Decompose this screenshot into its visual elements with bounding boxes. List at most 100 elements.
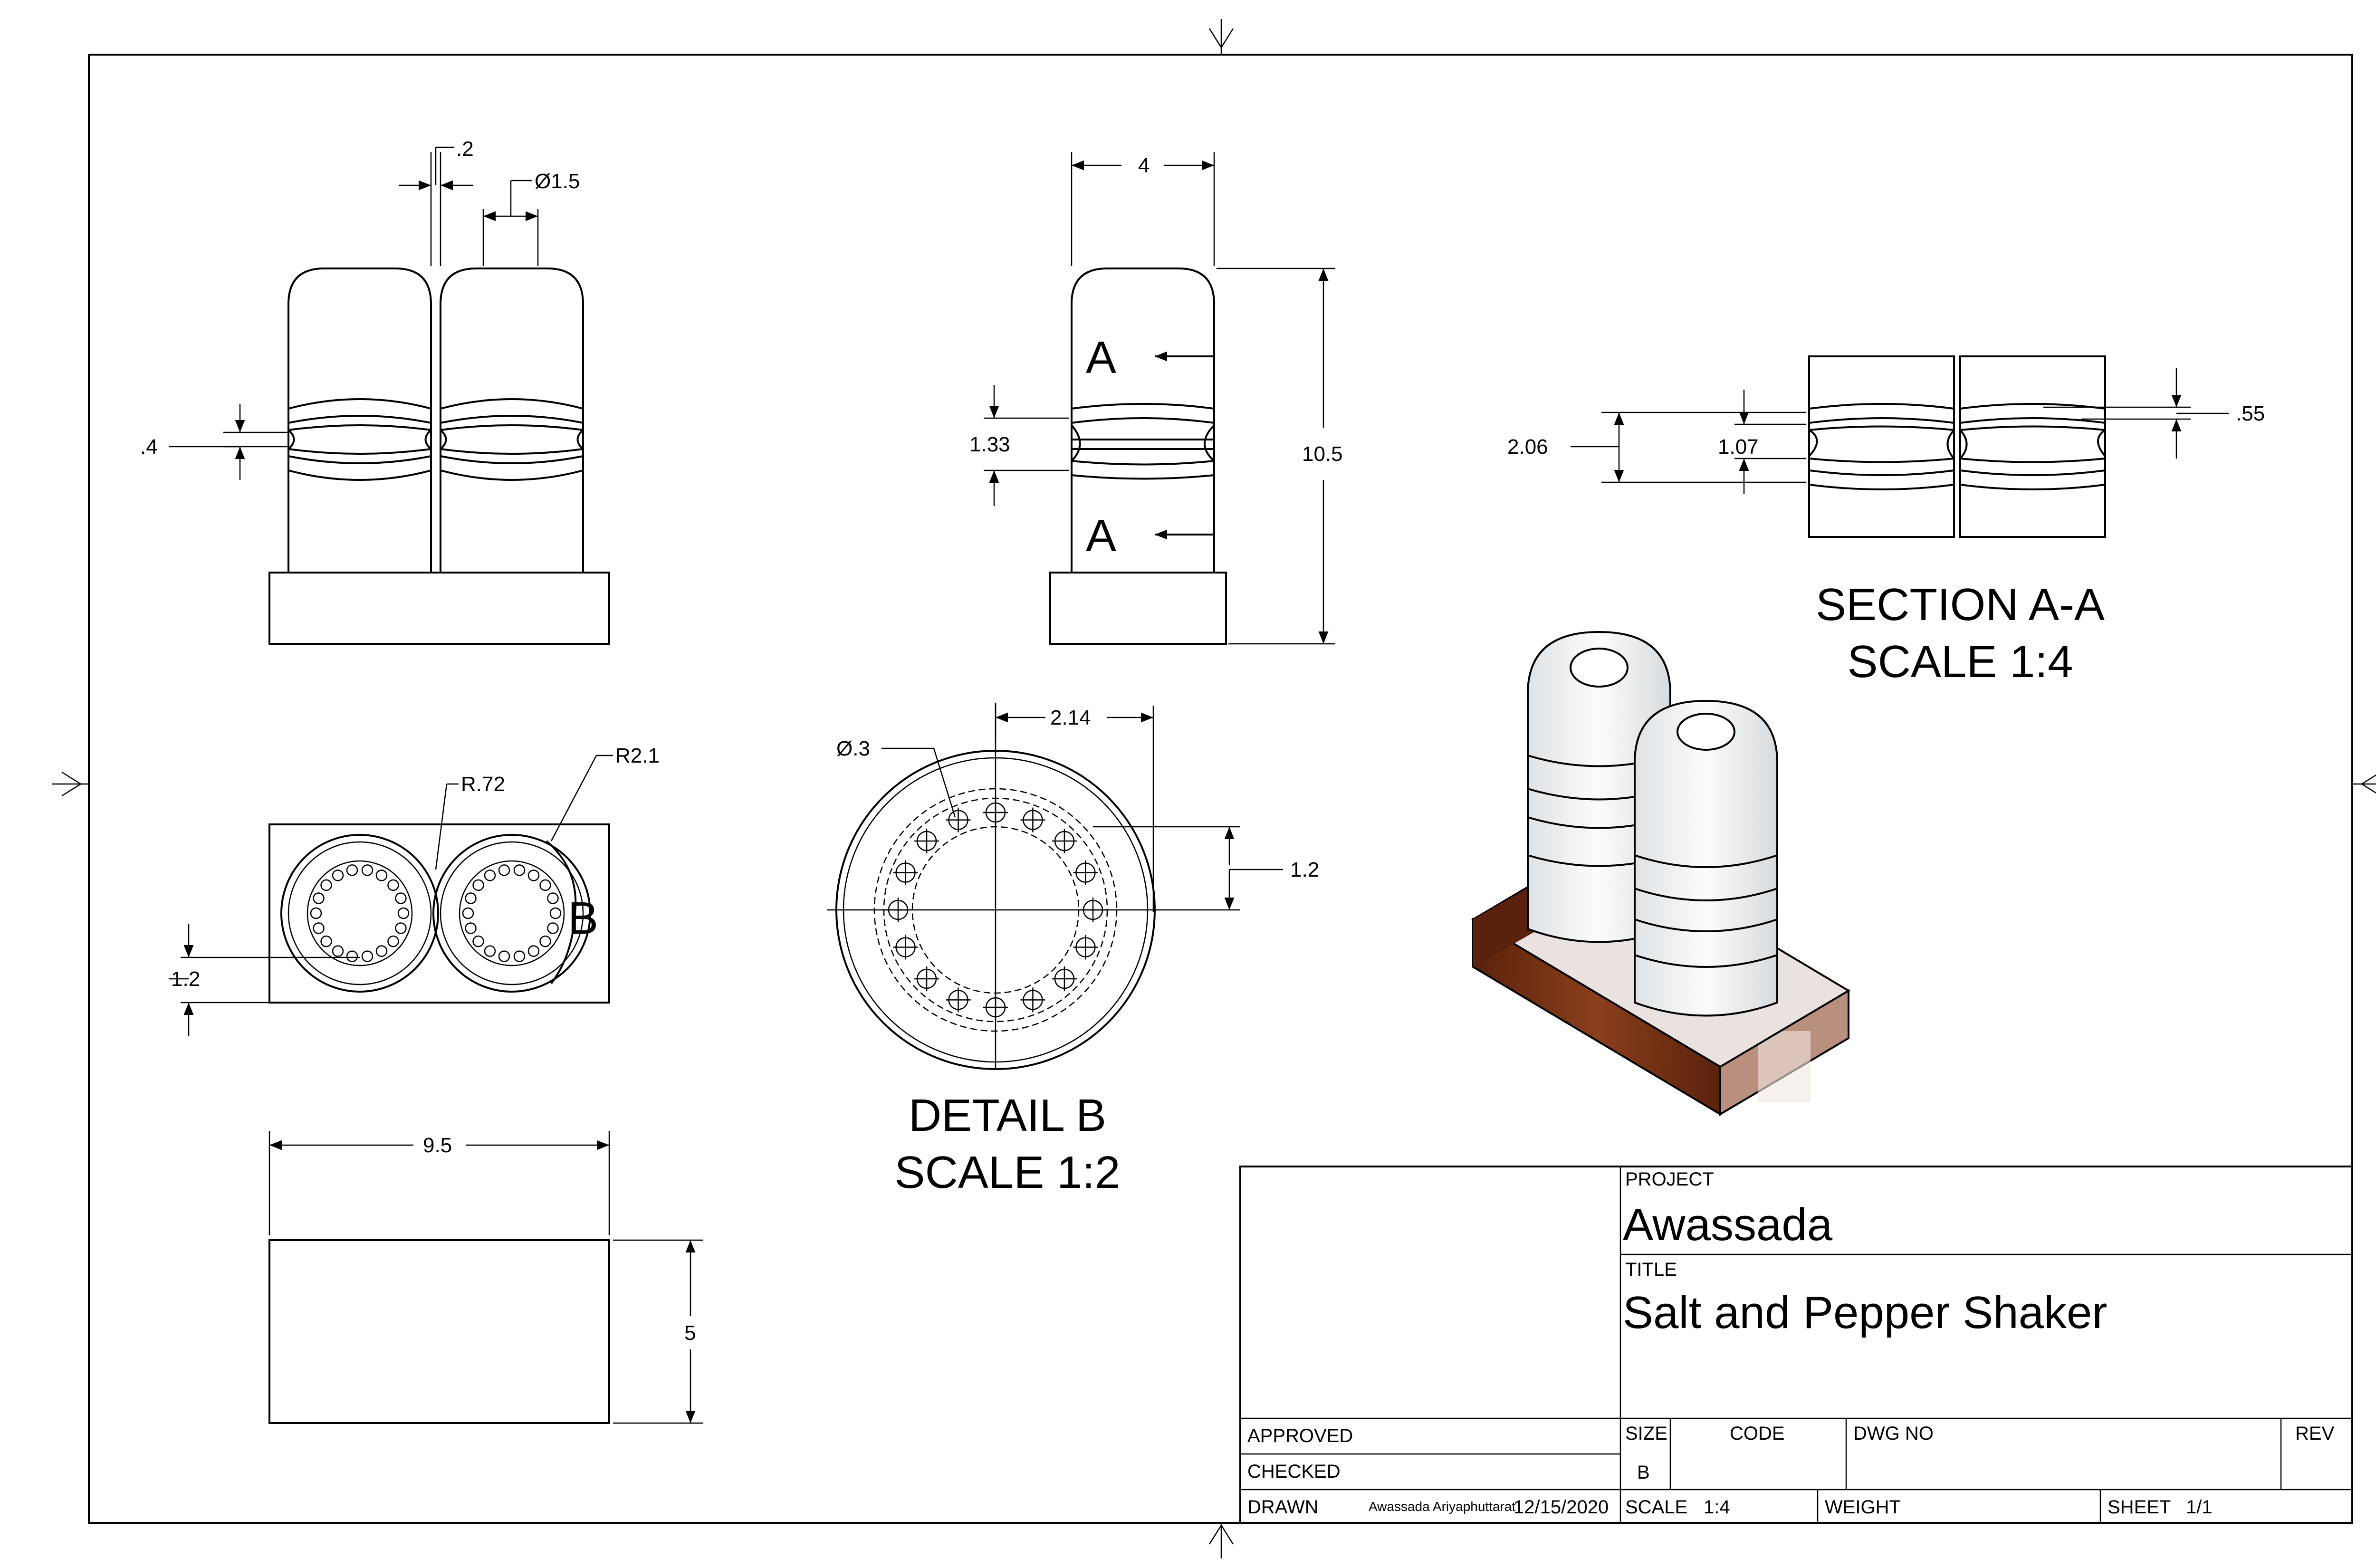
- hole-centermark: [1081, 898, 1105, 922]
- shaker-hole: [395, 892, 407, 904]
- side-view: A A 4 1.33 10.5: [969, 152, 1343, 645]
- shaker-hole: [472, 935, 484, 947]
- drawing-title: Salt and Pepper Shaker: [1623, 1287, 2107, 1338]
- shaker-hole: [313, 892, 325, 904]
- shaker-hole: [498, 864, 510, 876]
- shaker-hole: [375, 870, 388, 881]
- dim-section-inner: 1.07: [1718, 435, 1759, 459]
- project-label: PROJECT: [1625, 1169, 1714, 1190]
- shaker-hole: [498, 950, 510, 962]
- shaker-hole: [387, 935, 399, 947]
- hole-centermark: [914, 966, 939, 991]
- front-view: .2 Ø1.5 .4: [140, 137, 610, 645]
- shaker-hole: [539, 935, 551, 947]
- hole-centermark: [1052, 829, 1077, 854]
- dim-detail-hole-dia: Ø.3: [836, 737, 870, 760]
- approved-label: APPROVED: [1247, 1425, 1353, 1446]
- shaker-hole: [375, 945, 388, 957]
- shaker-hole: [549, 907, 562, 919]
- shaker-hole: [387, 879, 399, 891]
- scale-label: SCALE: [1625, 1497, 1687, 1518]
- shaker-hole: [527, 870, 540, 881]
- dim-detail-width: 2.14: [1050, 706, 1091, 729]
- dwg-no-label: DWG NO: [1853, 1423, 1934, 1444]
- dim-base-height: 5: [684, 1321, 696, 1345]
- hole-centermark: [1020, 807, 1045, 832]
- shaker-hole: [527, 945, 540, 957]
- shaker-hole: [332, 945, 344, 957]
- sheet-value: 1/1: [2186, 1497, 2213, 1518]
- hole-centermark: [893, 860, 918, 885]
- shaker-hole: [484, 870, 496, 881]
- hole-centermark: [983, 995, 1008, 1020]
- shaker-hole: [313, 922, 325, 934]
- isometric-view: [1471, 631, 1850, 1116]
- iso-shaker-front: [1634, 699, 1778, 1017]
- rev-label: REV: [2295, 1423, 2335, 1444]
- dim-side-width: 4: [1138, 154, 1150, 177]
- detail-ref-label: B: [568, 893, 598, 944]
- shaker-hole: [332, 870, 344, 881]
- shaker-hole: [539, 879, 551, 891]
- shaker-hole: [395, 922, 407, 934]
- top-view: B R.72 R2.1 1.2: [169, 744, 660, 1036]
- base-view: 9.5 5: [268, 1131, 703, 1424]
- hole-centermark: [914, 829, 939, 854]
- title-label: TITLE: [1625, 1259, 1677, 1280]
- detail-view: Ø.3 2.14 1.2 DETAIL B SCALE 1:2: [827, 703, 1319, 1198]
- sheet-border: [88, 54, 2353, 1524]
- dim-base-length: 9.5: [423, 1134, 452, 1157]
- section-title: SECTION A-A: [1816, 579, 2105, 630]
- dim-side-height: 10.5: [1302, 442, 1343, 466]
- code-label: CODE: [1730, 1423, 1785, 1444]
- dim-front-hole-dia: Ø1.5: [535, 170, 580, 193]
- shaker-hole: [346, 864, 358, 876]
- section-view: 2.06 1.07 .55 SECTION A-A SCALE 1:4: [1507, 355, 2265, 687]
- shaker-hole: [320, 935, 332, 947]
- dim-front-groove: .4: [140, 435, 158, 459]
- shaker-hole: [310, 907, 322, 919]
- shaker-hole: [465, 892, 477, 904]
- shaker-hole: [513, 864, 526, 876]
- detail-title: DETAIL B: [909, 1090, 1106, 1141]
- drawn-label: DRAWN: [1247, 1497, 1319, 1518]
- shaker-hole: [547, 922, 559, 934]
- size-value: B: [1637, 1462, 1650, 1483]
- dim-section-depth: .55: [2236, 402, 2265, 425]
- hole-centermark: [1073, 860, 1098, 885]
- hole-centermark: [1052, 966, 1077, 991]
- scale-value: 1:4: [1704, 1497, 1730, 1518]
- shaker-hole: [346, 950, 358, 962]
- shaker-hole: [547, 892, 559, 904]
- hole-centermark: [1073, 935, 1098, 960]
- shaker-hole: [465, 922, 477, 934]
- hole-centermark: [983, 800, 1008, 825]
- dim-detail-offset: 1.2: [1290, 858, 1319, 881]
- dim-section-outer: 2.06: [1507, 435, 1548, 459]
- size-label: SIZE: [1625, 1423, 1667, 1444]
- shaker-hole: [361, 950, 374, 962]
- weight-label: WEIGHT: [1825, 1497, 1901, 1518]
- hole-centermark: [886, 898, 910, 922]
- hole-centermark: [1020, 987, 1045, 1013]
- dim-top-radius-large: R2.1: [615, 744, 660, 767]
- section-cut-label-bottom: A: [1086, 510, 1116, 561]
- dim-side-groove: 1.33: [969, 433, 1010, 456]
- hole-centermark: [893, 935, 918, 960]
- checked-label: CHECKED: [1247, 1461, 1341, 1482]
- dim-top-offset: 1.2: [171, 967, 200, 991]
- centering-marks: [52, 19, 2376, 1558]
- detail-scale: SCALE 1:2: [895, 1147, 1121, 1198]
- title-block: PROJECT Awassada TITLE Salt and Pepper S…: [1239, 1166, 2353, 1524]
- dim-top-radius-small: R.72: [461, 773, 505, 796]
- sheet-label: SHEET: [2108, 1497, 2171, 1518]
- project-name: Awassada: [1623, 1199, 1833, 1250]
- hole-centermark: [946, 807, 971, 832]
- shaker-hole: [513, 950, 526, 962]
- drawn-by: Awassada Ariyaphuttarat: [1369, 1499, 1515, 1514]
- drawn-date: 12/15/2020: [1514, 1497, 1609, 1518]
- shaker-hole: [462, 907, 474, 919]
- shaker-hole: [361, 864, 374, 876]
- section-cut-label-top: A: [1086, 332, 1116, 383]
